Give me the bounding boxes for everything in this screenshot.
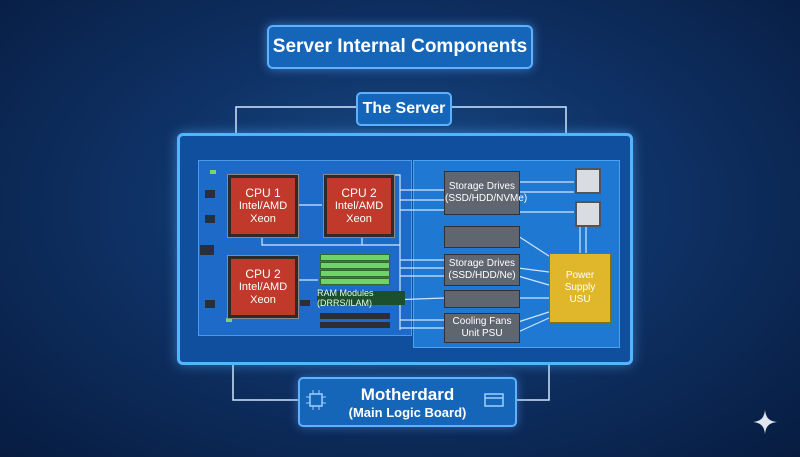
psu-line-3: USU xyxy=(569,294,591,305)
motherboard-title: Motherdard xyxy=(360,384,455,404)
cpu-2-chip: CPU 2 Intel/AMD Xeon xyxy=(323,174,395,238)
storage-line-1: Storage Drives xyxy=(448,258,516,269)
cpu-name: CPU 2 xyxy=(245,266,281,281)
power-supply-unit: Power Supply USU xyxy=(549,253,611,323)
ram-modules-label: RAM Modules (DRRS/ILAM) xyxy=(317,288,405,308)
page-title: Server Internal Components xyxy=(267,25,533,69)
ram-stick xyxy=(320,270,390,277)
cooling-fans-unit: Cooling Fans Unit PSU xyxy=(444,313,520,343)
storage-drives-2: Storage Drives (SSD/HDD/Ne) xyxy=(444,254,520,286)
cooling-line-1: Cooling Fans xyxy=(452,316,512,327)
drive-bay-blank xyxy=(444,226,520,248)
cpu-vendor: Intel/AMD xyxy=(238,280,288,293)
motherboard-subtitle: (Main Logic Board) xyxy=(348,404,467,420)
card-icon xyxy=(484,393,504,407)
psu-line-1: Power xyxy=(565,270,595,281)
drive-bay-blank xyxy=(444,290,520,308)
cpu-3-chip: CPU 2 Intel/AMD Xeon xyxy=(227,255,299,319)
cooling-line-2: Unit PSU xyxy=(461,328,503,339)
fan-icon xyxy=(575,168,601,194)
cpu-vendor: Intel/AMD xyxy=(238,199,288,212)
cpu-model: Xeon xyxy=(250,293,276,306)
psu-line-2: Supply xyxy=(564,282,596,293)
cpu-1-chip: CPU 1 Intel/AMD Xeon xyxy=(227,174,299,238)
storage-line-1: Storage Drives xyxy=(448,181,516,192)
storage-drives-1: Storage Drives (SSD/HDD/NVMe) xyxy=(444,171,528,215)
cpu-name: CPU 2 xyxy=(341,185,377,200)
chip-icon xyxy=(306,390,326,410)
ram-stick xyxy=(320,254,390,261)
ram-stick xyxy=(320,278,390,285)
storage-line-2: (SSD/HDD/Ne) xyxy=(448,270,516,281)
cpu-name: CPU 1 xyxy=(245,185,281,200)
server-label: The Server xyxy=(356,92,452,126)
cpu-model: Xeon xyxy=(346,212,372,225)
ram-stick xyxy=(320,262,390,269)
sparkle-icon xyxy=(753,410,777,434)
storage-line-2: (SSD/HDD/NVMe) xyxy=(445,193,528,204)
cpu-vendor: Intel/AMD xyxy=(334,199,384,212)
motherboard-label: Motherdard (Main Logic Board) xyxy=(298,377,517,427)
fan-icon xyxy=(575,201,601,227)
cpu-model: Xeon xyxy=(250,212,276,225)
